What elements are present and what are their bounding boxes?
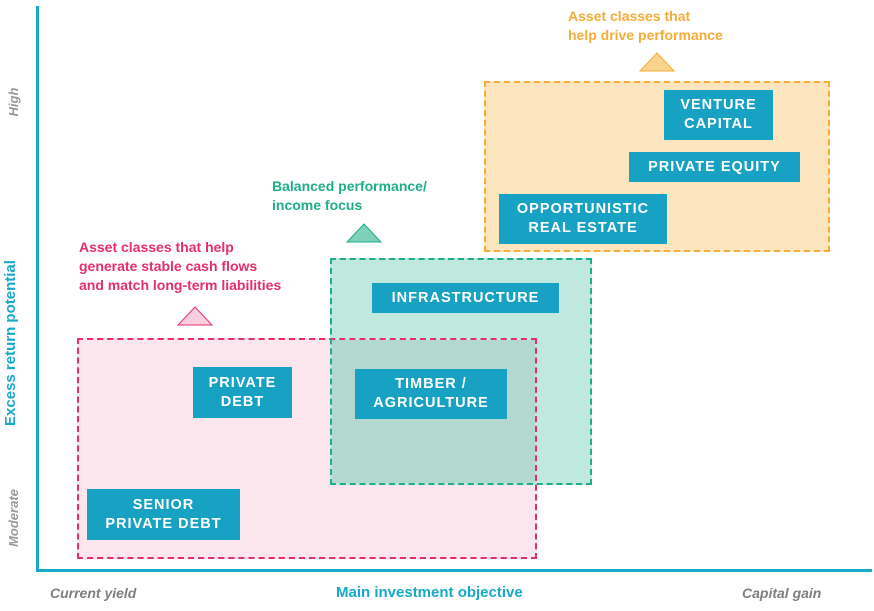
performance-caption: Asset classes that help drive performanc… [568,8,723,43]
y-axis-title: Excess return potential [2,260,19,426]
balanced-performance-zone-border [330,258,592,485]
balanced-performance-triangle-icon [345,223,383,243]
asset-private-equity: PRIVATE EQUITY [629,152,800,182]
asset-infrastructure: INFRASTRUCTURE [372,283,559,313]
y-axis-high-label: High [6,87,21,117]
balanced-performance-caption: Balanced performance/ income focus [272,178,427,213]
x-axis-current-yield-label: Current yield [50,585,137,601]
stable-cashflow-zone-border [77,338,537,559]
y-axis-line [36,6,39,572]
stable-cashflow-triangle-icon [176,306,214,326]
x-axis-line [36,569,872,572]
asset-venture-capital: VENTURE CAPITAL [664,90,773,140]
performance-triangle-icon [638,52,676,72]
asset-senior-private-debt: SENIOR PRIVATE DEBT [87,489,240,540]
x-axis-title: Main investment objective [336,584,523,601]
stable-cashflow-caption: Asset classes that help generate stable … [79,239,282,293]
x-axis-capital-gain-label: Capital gain [742,585,822,601]
asset-timber-agriculture: TIMBER / AGRICULTURE [355,369,507,419]
y-axis-moderate-label: Moderate [6,489,21,547]
asset-private-debt: PRIVATE DEBT [193,367,292,418]
asset-opportunistic-real-estate: OPPORTUNISTIC REAL ESTATE [499,194,667,244]
